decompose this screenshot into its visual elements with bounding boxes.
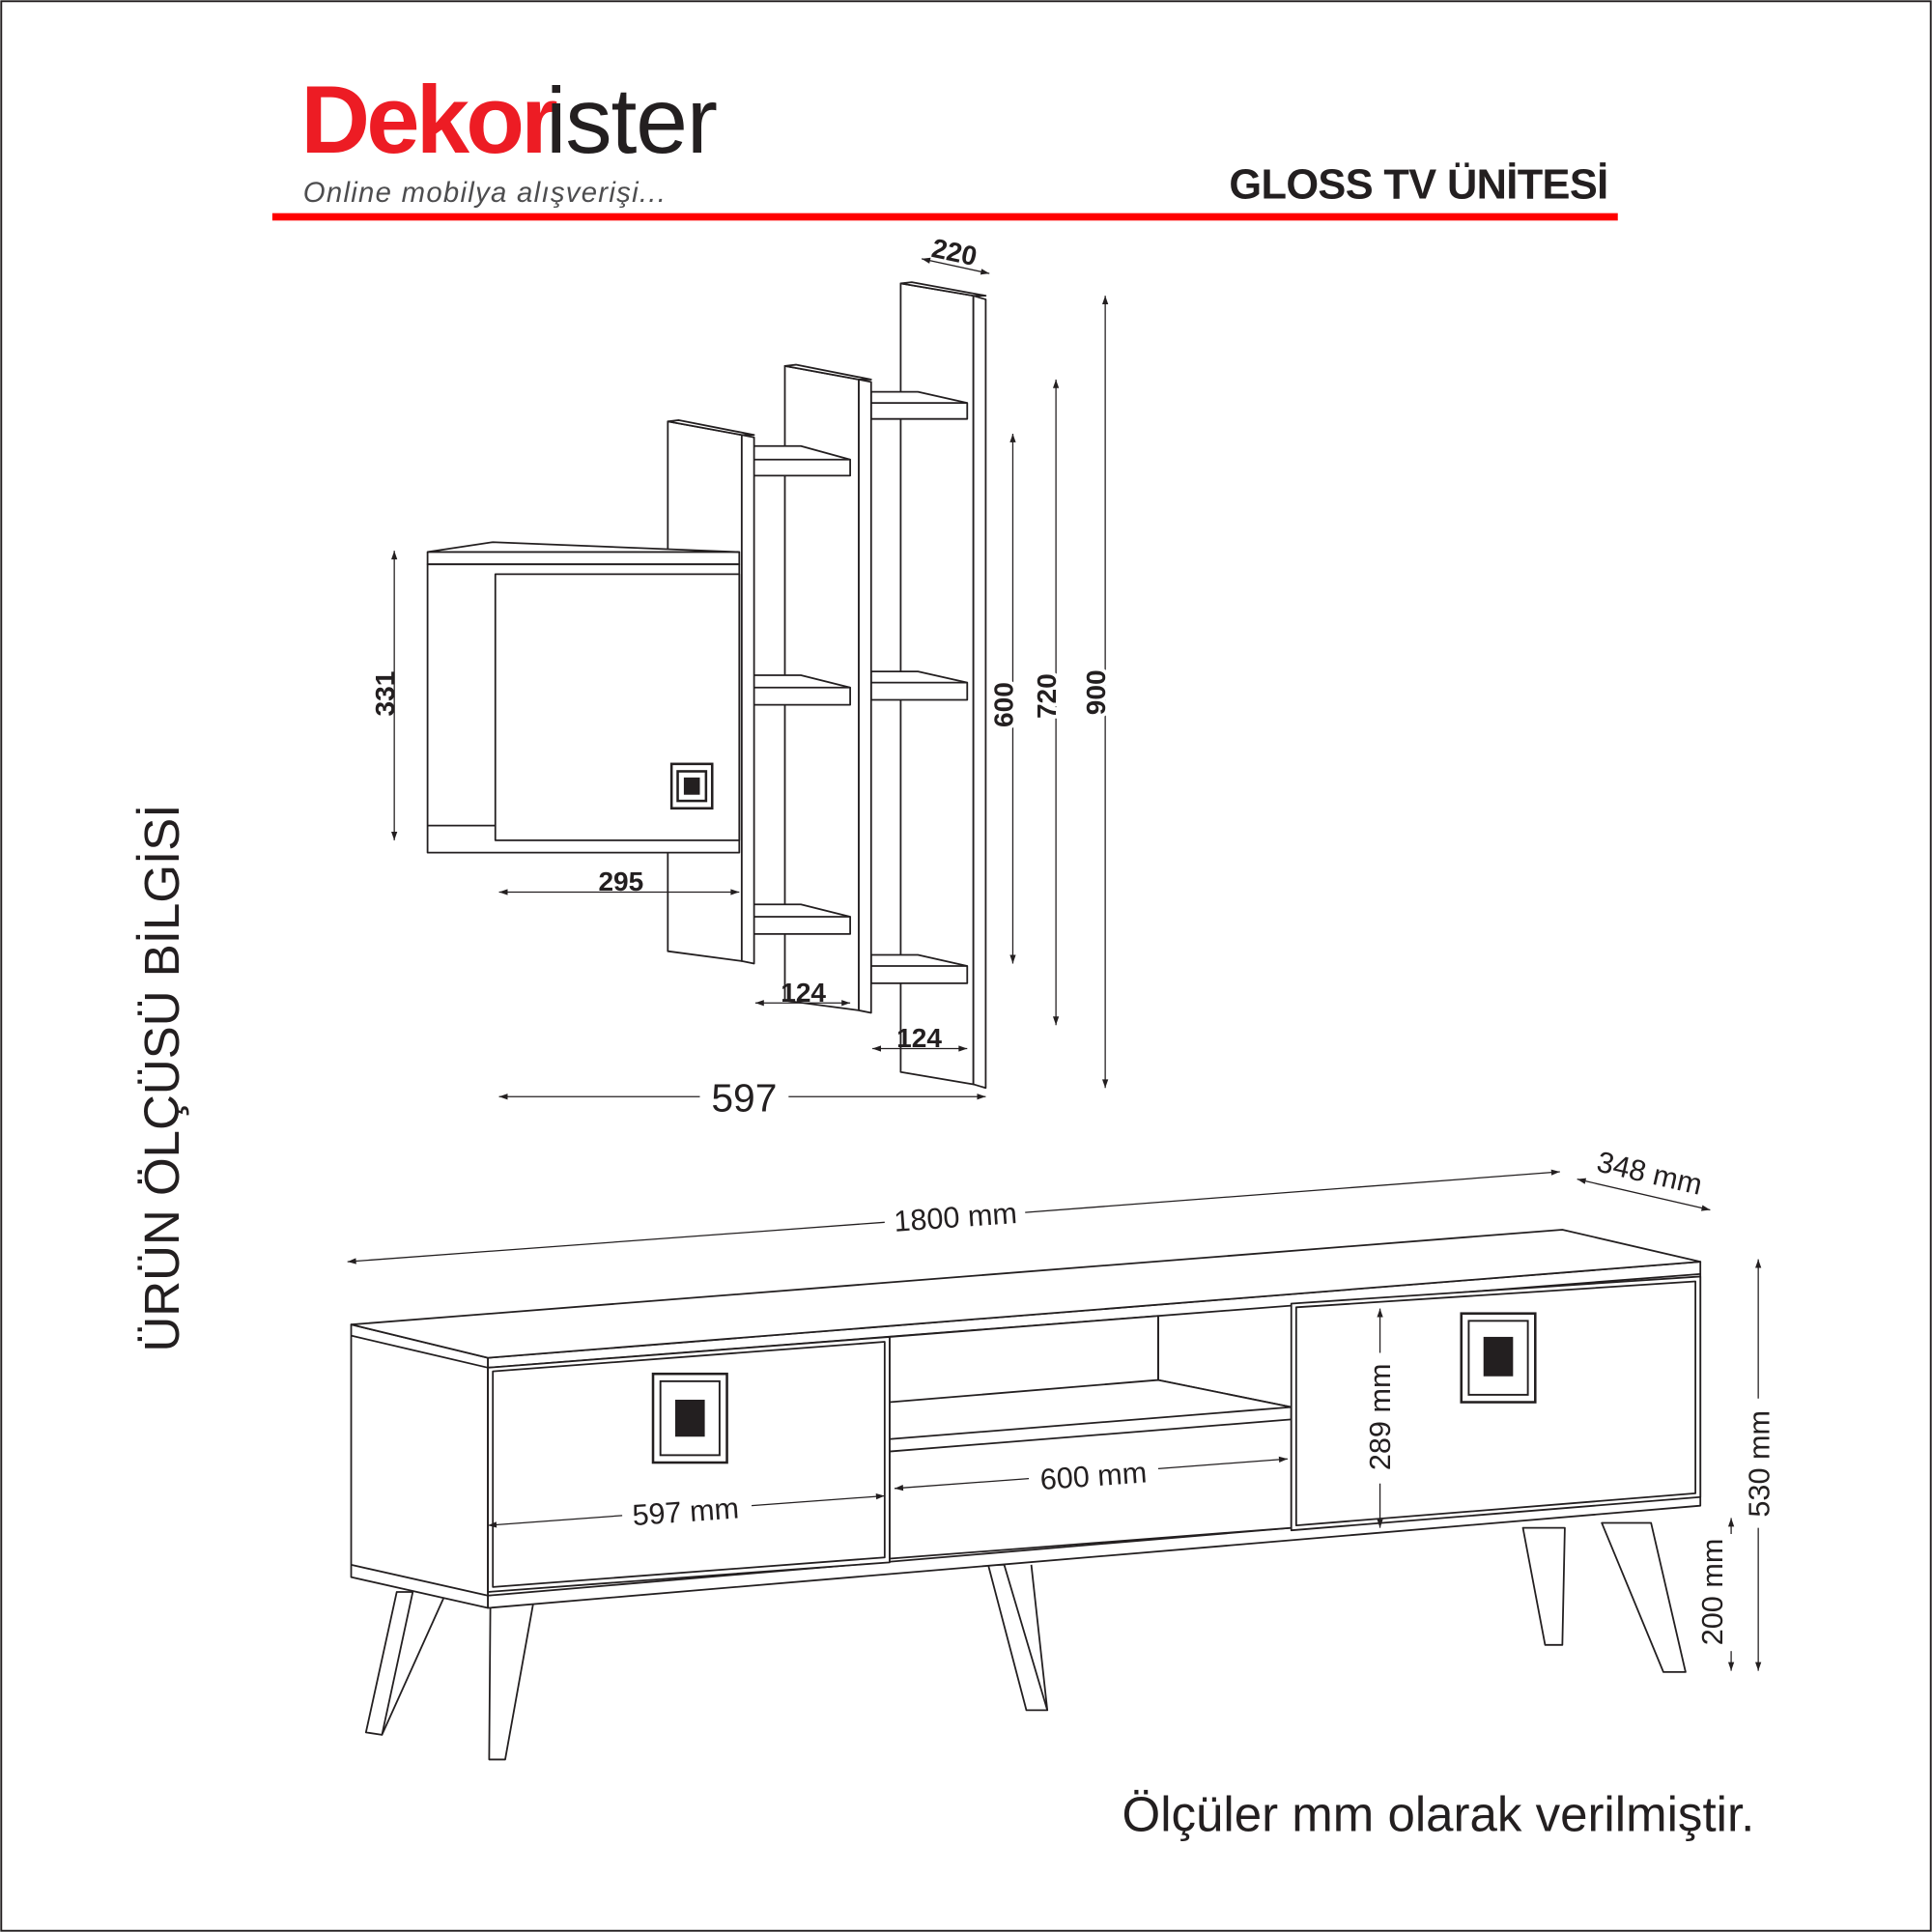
dim-leg-height: 200 mm xyxy=(1696,1539,1729,1646)
logo-dark-text: ister xyxy=(546,68,717,173)
brand-logo: Dekor ister xyxy=(300,67,718,174)
product-title: GLOSS TV ÜNİTESİ xyxy=(1229,161,1607,208)
side-title: ÜRÜN ÖLÇÜSÜ BİLGİSİ xyxy=(134,805,189,1352)
dim-height-720: 720 xyxy=(1032,673,1062,719)
footer-note: Ölçüler mm olarak verilmiştir. xyxy=(1122,1786,1755,1841)
dim-cabinet-height: 331 xyxy=(370,671,400,717)
wall-shelf-dimensions: 220 331 295 124 124 597 600 720 900 xyxy=(370,233,1115,1121)
left-door-handle-icon xyxy=(651,1372,728,1464)
dim-total-height: 530 mm xyxy=(1744,1410,1776,1518)
wall-shelf-drawing xyxy=(426,281,987,1090)
dim-shelf-width-2: 124 xyxy=(896,1023,942,1053)
right-door-handle-icon xyxy=(1460,1312,1537,1404)
tv-unit-drawing xyxy=(350,1229,1702,1761)
dim-door-width: 597 mm xyxy=(631,1492,740,1532)
dim-cabinet-width: 295 xyxy=(598,867,643,896)
logo-red-text: Dekor xyxy=(300,67,557,174)
cabinet-handle-icon xyxy=(669,762,714,810)
dim-total-width: 597 xyxy=(711,1076,777,1121)
header-divider xyxy=(271,213,1618,221)
dim-opening-width: 600 mm xyxy=(1039,1456,1149,1496)
dim-door-height: 289 mm xyxy=(1364,1364,1397,1471)
brand-tagline: Online mobilya alışverişi... xyxy=(303,177,667,209)
dim-shelf-width-1: 124 xyxy=(781,978,826,1008)
dim-height-900: 900 xyxy=(1081,669,1111,715)
dim-height-600: 600 xyxy=(988,682,1018,727)
